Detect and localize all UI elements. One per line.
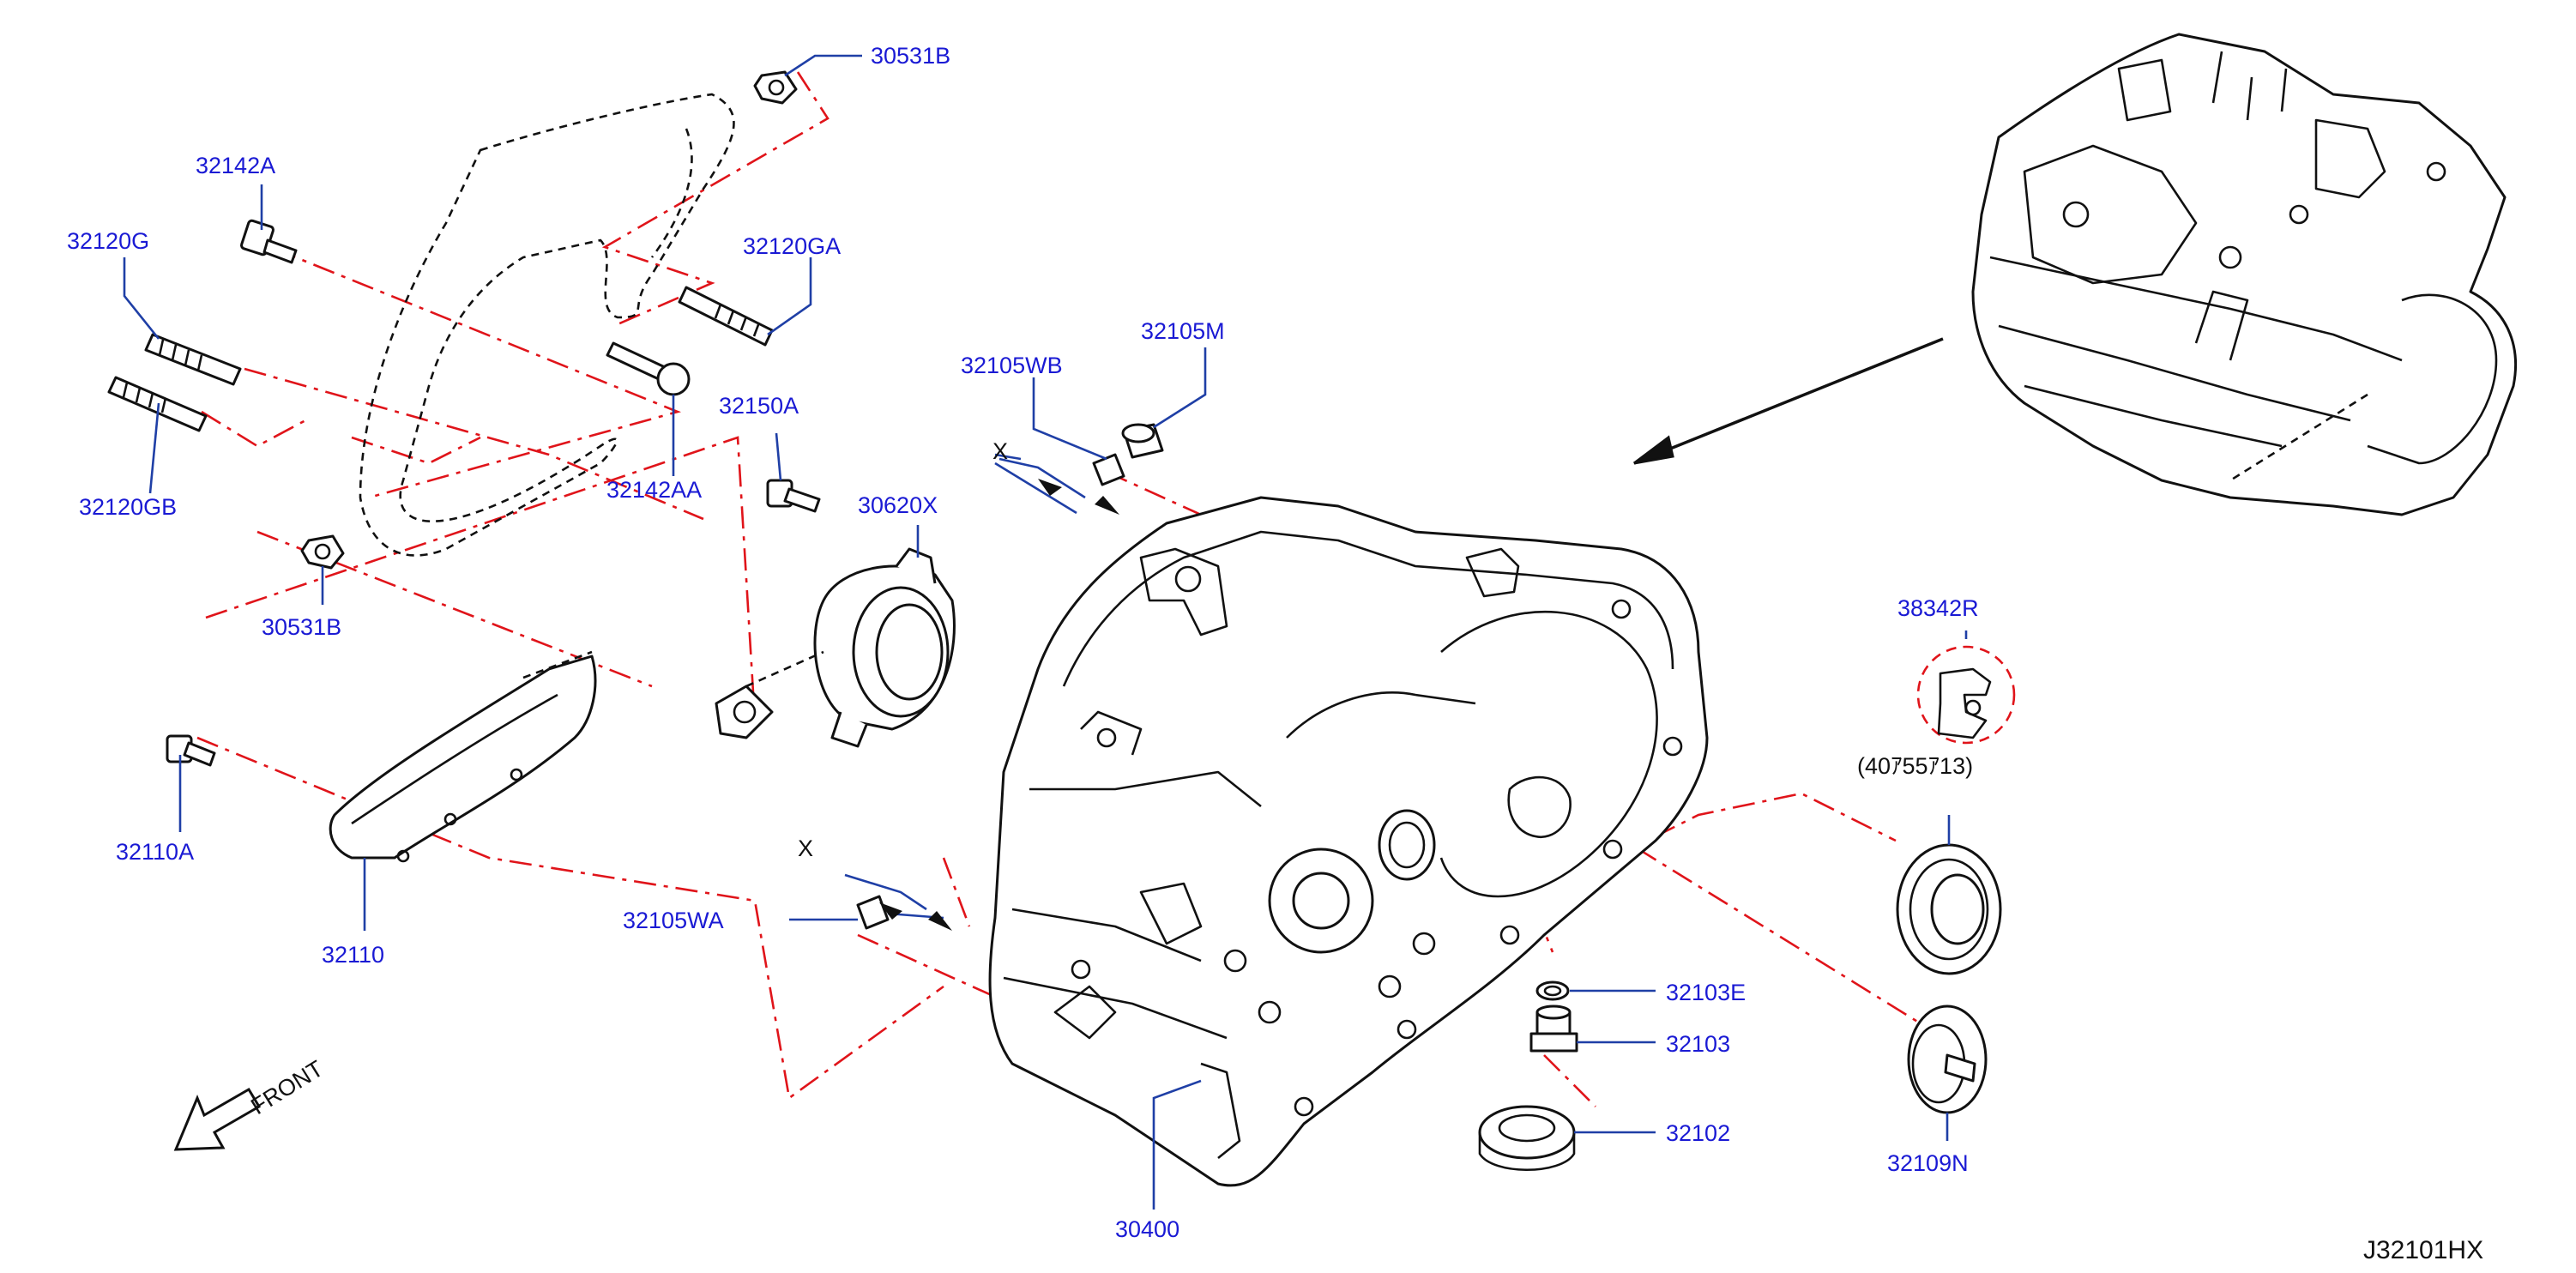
callout-labels: 30531B 32142A 32120G 32120GA 32120GB 321… [67, 43, 1979, 1242]
callout-x-bottom: X [798, 836, 813, 861]
callout-30531B-top: 30531B [871, 43, 950, 69]
clutch-housing-30400 [988, 496, 1709, 1187]
callout-32105M: 32105M [1141, 318, 1225, 344]
callout-32120GA: 32120GA [743, 233, 841, 259]
nut-30531B-top [753, 70, 798, 105]
stud-32120GA [678, 286, 774, 347]
bolt-32110A [166, 734, 216, 767]
dimension-x-markers [879, 479, 1119, 931]
dowel-32105M [1121, 423, 1164, 459]
stud-32120GB [107, 376, 208, 432]
callout-32110A: 32110A [116, 839, 194, 865]
washer-32103E [1535, 980, 1570, 1001]
callout-32142A: 32142A [196, 153, 275, 178]
slave-cylinder-30620X [715, 547, 956, 748]
retainer-clip-detail [1916, 645, 2016, 745]
callout-32120G: 32120G [67, 228, 149, 254]
bolt-32142AA [606, 341, 691, 396]
callout-30531B-bottom: 30531B [262, 614, 341, 640]
stud-32120G [144, 333, 242, 386]
dowel-32105WB [1092, 453, 1125, 486]
bearing-seal-38342R [1896, 843, 2002, 975]
drain-plug-32103 [1529, 1005, 1578, 1053]
bolt-32150A [766, 479, 821, 513]
front-label: FRONT [246, 1055, 328, 1119]
callout-32142AA: 32142AA [606, 477, 702, 503]
oil-seal-32102 [1478, 1105, 1576, 1172]
callout-32105WA: 32105WA [623, 908, 724, 933]
callout-32150A: 32150A [719, 393, 799, 419]
callout-32120GB: 32120GB [79, 494, 177, 520]
callout-32105WB: 32105WB [961, 353, 1063, 378]
diagram-code: J32101HX [2363, 1236, 2483, 1264]
leader-lines [123, 54, 1968, 1210]
callout-32110: 32110 [322, 942, 384, 968]
seal-cap-32109N [1907, 1005, 1988, 1114]
dowel-32105WA [856, 895, 890, 930]
callout-x-top: X [992, 438, 1008, 464]
callout-32102: 32102 [1666, 1120, 1730, 1146]
callout-32103E: 32103E [1666, 980, 1746, 1005]
nut-30531B-bottom [300, 534, 345, 570]
front-arrow-icon [173, 1087, 262, 1151]
bolt-32142A [240, 219, 298, 264]
callout-30400: 30400 [1115, 1216, 1179, 1242]
transmission-assembly-view [1971, 33, 2518, 516]
dust-cover-32110 [329, 650, 597, 863]
callout-30620X: 30620X [858, 492, 938, 518]
insulator-plate-ghost [359, 93, 735, 557]
callout-32109N: 32109N [1887, 1150, 1969, 1176]
view-arrow-icon [1633, 337, 1944, 465]
callout-38342R: 38342R [1897, 595, 1979, 621]
callout-size-note: (40ｱ55ｱ13) [1857, 753, 1973, 779]
callout-32103: 32103 [1666, 1031, 1730, 1057]
